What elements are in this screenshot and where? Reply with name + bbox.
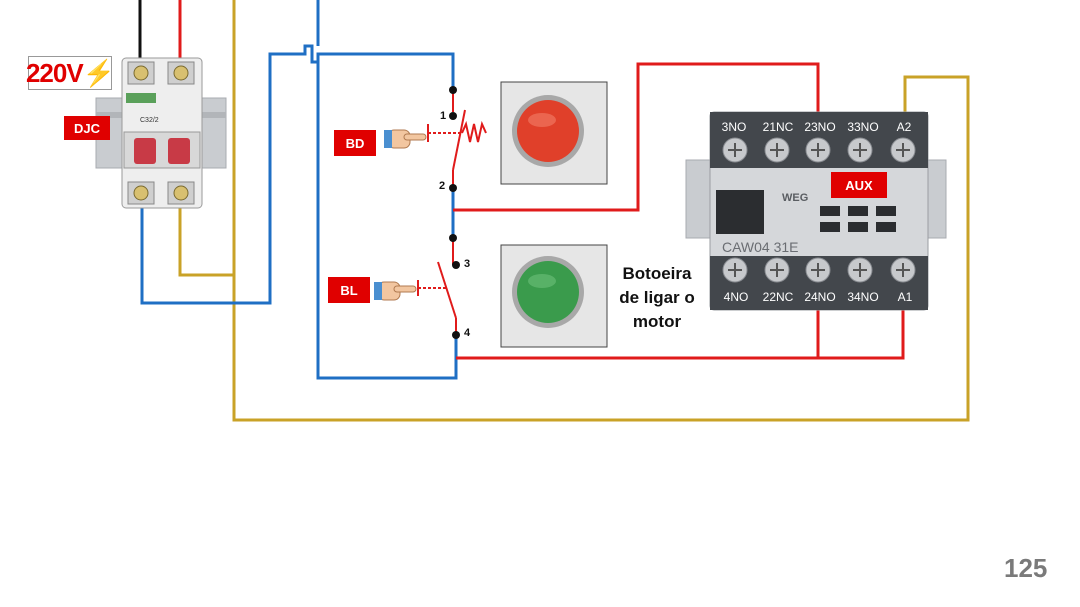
- lightning-icon: ⚡: [82, 57, 115, 88]
- terminal-label-top: 33NO: [847, 120, 879, 134]
- aux-label: AUX: [831, 172, 887, 198]
- node-label-2: 2: [439, 180, 446, 192]
- breaker-rating: C32/2: [140, 117, 159, 124]
- auxiliary-contactor: CAW04 31E WEG: [685, 111, 947, 311]
- voltage-text: 220V: [25, 57, 84, 88]
- wire-red-a1: [818, 305, 905, 360]
- circuit-breaker: C32/2: [121, 57, 203, 209]
- terminal-label-bottom: 22NC: [762, 290, 794, 304]
- start-button-symbol: [417, 238, 457, 335]
- node-label-4: 4: [464, 327, 471, 339]
- contactor-model: CAW04 31E: [722, 239, 799, 255]
- node-label-1: 1: [440, 110, 447, 122]
- terminal-label-bottom: 4NO: [723, 290, 749, 304]
- djc-label: DJC: [64, 116, 110, 140]
- wire-blue-phase: [140, 44, 455, 305]
- wire-red-bd-to-23no: [453, 62, 820, 212]
- switch-nodes: [449, 86, 460, 339]
- stop-button-symbol: [427, 90, 487, 188]
- wires: [138, 0, 970, 422]
- red-button-photo: [500, 81, 608, 185]
- wire-gold-neutral: [178, 208, 234, 277]
- terminal-label-bottom: 24NO: [804, 290, 836, 304]
- terminal-label-bottom: 34NO: [847, 290, 879, 304]
- hand-icon: [374, 281, 417, 301]
- terminal-label-top: 23NO: [804, 120, 836, 134]
- terminal-label-top: A2: [896, 120, 912, 134]
- terminal-label-top: 21NC: [762, 120, 794, 134]
- wire-gold-loop: [232, 0, 970, 422]
- contactor-screws: [722, 137, 916, 283]
- contactor-brand: WEG: [782, 192, 808, 204]
- bd-label: BD: [334, 130, 376, 156]
- green-button-photo: [500, 244, 608, 348]
- voltage-label: 220V ⚡: [25, 56, 115, 90]
- terminal-label-top: 3NO: [721, 120, 747, 134]
- terminal-label-bottom: A1: [897, 290, 913, 304]
- wire-blue-bottom: [316, 62, 458, 380]
- page-number: 125: [1004, 553, 1048, 583]
- hand-icon: [384, 129, 427, 149]
- node-label-3: 3: [464, 258, 471, 270]
- caption: Botoeira de ligar o motor: [619, 264, 695, 331]
- bl-label: BL: [328, 277, 370, 303]
